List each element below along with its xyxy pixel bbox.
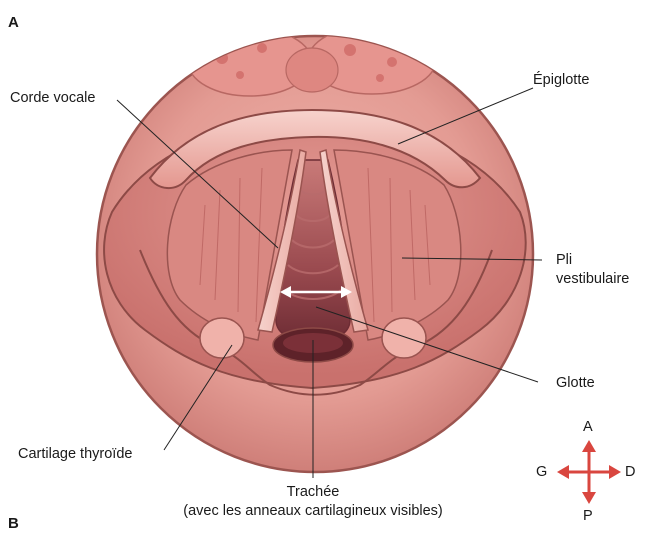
label-pli-vestibulaire-line1: Pli [556, 252, 572, 269]
panel-label-a: A [8, 14, 19, 32]
compass-label-left: G [536, 464, 547, 481]
arytenoid-right [382, 318, 426, 358]
larynx-circle [97, 26, 533, 472]
arytenoid-left [200, 318, 244, 358]
compass-label-down: P [583, 508, 593, 525]
orientation-compass [557, 440, 621, 504]
label-trachee-line1: Trachée [263, 484, 363, 501]
panel-label-b: B [8, 515, 19, 533]
label-epiglotte: Épiglotte [533, 72, 589, 89]
label-trachee-line2: (avec les anneaux cartilagineux visibles… [142, 503, 484, 520]
compass-label-right: D [625, 464, 635, 481]
label-cartilage-thyroide: Cartilage thyroïde [18, 446, 132, 463]
label-pli-vestibulaire-line2: vestibulaire [556, 271, 629, 288]
label-corde-vocale: Corde vocale [10, 90, 95, 107]
compass-label-up: A [583, 419, 593, 436]
label-glotte: Glotte [556, 375, 595, 392]
